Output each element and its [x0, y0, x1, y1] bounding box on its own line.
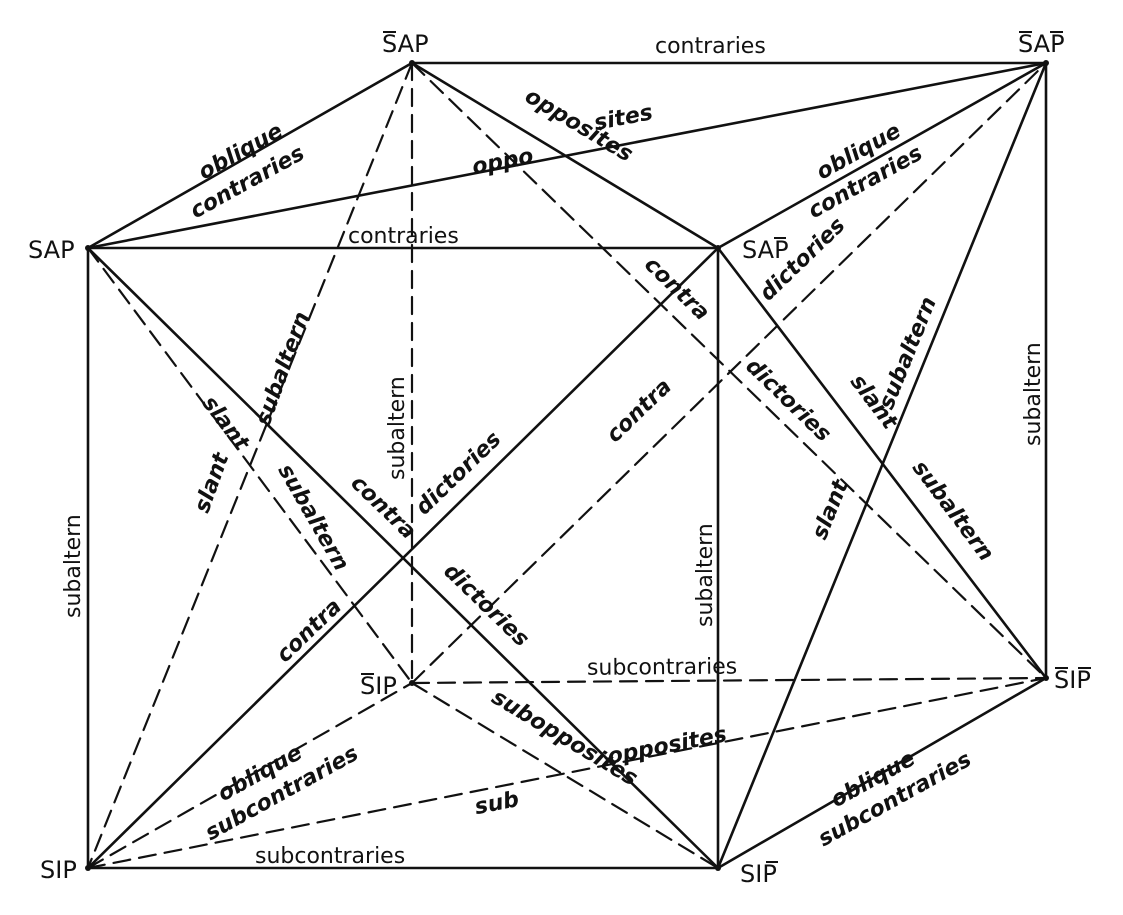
label-group-subaltern-rr: subaltern — [907, 456, 998, 566]
edge-back-contradictories-1 — [410, 61, 1048, 680]
label-contra-ll: contra — [272, 594, 347, 668]
label-group-oblique-subcontraries-left: oblique subcontraries — [201, 740, 363, 846]
node-sap-neg-pred: SAP — [742, 236, 789, 264]
edge-left-oblique-contraries — [86, 61, 414, 250]
label-group-subopposites: subopposites — [487, 685, 642, 792]
node-neg-sap: SAP — [382, 30, 429, 58]
label-dictories-x: dictories — [411, 427, 506, 520]
edge-sub-opposites — [86, 676, 1048, 870]
label-group-slant-subaltern-ul: subaltern — [251, 309, 315, 429]
label-group-oblique-subcontraries-right: oblique subcontraries — [814, 746, 976, 852]
label-subaltern-center: subaltern — [385, 376, 410, 480]
label-opposites-lower: opposites — [605, 722, 728, 770]
edge-subopposites — [410, 681, 720, 870]
edge-back-left-to-front-right — [410, 61, 720, 250]
node-sip-neg-pred: SIP — [740, 860, 777, 888]
label-group-dictories-x: dictories — [411, 427, 506, 520]
label-slant-rl: slant — [807, 475, 854, 543]
edge-main-contradictories-2 — [86, 246, 720, 870]
label-group-slant-ll: slant — [190, 448, 235, 516]
vertex-dot-sap — [85, 245, 91, 251]
edge-back-subcontraries — [410, 676, 1048, 685]
label-subcontraries-back: subcontraries — [587, 655, 737, 681]
label-group-subaltern-left: subaltern — [61, 514, 86, 618]
label-contraries-front: contraries — [348, 224, 459, 249]
label-group-subaltern-front-right: subaltern — [693, 523, 718, 627]
vertex-dot-front-right-top — [715, 245, 721, 251]
label-subaltern-front-right: subaltern — [693, 523, 718, 627]
edge-left-oblique-subcontraries — [86, 681, 414, 870]
label-contra-ur: contra — [602, 374, 677, 448]
edge-right-slant-subaltern-b — [716, 61, 1048, 870]
label-subaltern-left: subaltern — [61, 514, 86, 618]
label-contra-main: contra — [346, 471, 421, 545]
label-subaltern-far-right: subaltern — [1021, 342, 1046, 446]
label-group-contra-ll: contra — [272, 594, 347, 668]
label-sub: sub — [473, 787, 521, 820]
edge-right-oblique-subcontraries — [716, 676, 1048, 870]
label-group-subaltern-center: subaltern — [385, 376, 410, 480]
edge-left-slant-subaltern-b — [86, 61, 414, 870]
label-subopposites: subopposites — [487, 685, 642, 792]
label-group-contra-ur: contra — [602, 374, 677, 448]
vertex-dot-back-left-bottom — [409, 680, 415, 686]
label-group-subaltern-rl: subaltern — [874, 293, 942, 413]
edge-right-oblique-contraries — [716, 61, 1048, 250]
label-group-contra-main: contra — [346, 471, 421, 545]
label-group-subaltern-ll-2: subaltern — [273, 460, 354, 575]
vertex-dot-sip — [85, 865, 91, 871]
node-labels: SAP SAP SAP SAP SIP SIP SIP SIP — [28, 30, 1091, 888]
label-slant-ll: slant — [190, 448, 235, 516]
vertex-dot-back-right-bottom — [1043, 675, 1049, 681]
solid-edges — [86, 61, 1048, 870]
label-subaltern-ll: subaltern — [273, 460, 354, 575]
label-group-oblique-contraries-left: oblique contraries — [186, 119, 309, 224]
edge-back-contradictories-2 — [410, 61, 1048, 685]
node-neg-sap-neg-pred: SAP — [1018, 30, 1065, 58]
node-sip: SIP — [40, 856, 77, 884]
label-subaltern-rl: subaltern — [874, 293, 942, 413]
label-group-subaltern-far-right: subaltern — [1021, 342, 1046, 446]
label-contraries-top: contraries — [655, 34, 766, 59]
label-subcontraries-front: subcontraries — [255, 844, 405, 869]
label-slant-ul: slant — [197, 391, 255, 456]
vertex-dot-back-right-top — [1043, 60, 1049, 66]
label-group-slant-rl: slant — [807, 475, 854, 543]
vertex-dot-back-left-top — [409, 60, 415, 66]
label-dictories-d: dictories — [740, 354, 835, 447]
label-subaltern-rr: subaltern — [907, 456, 998, 566]
node-neg-sip: SIP — [360, 672, 397, 700]
label-subaltern-ul: subaltern — [251, 309, 315, 429]
vertex-dots — [85, 60, 1049, 871]
vertex-dot-front-right-bottom — [715, 865, 721, 871]
dashed-edges — [86, 61, 1048, 870]
label-group-dictories-d: dictories — [740, 354, 835, 447]
label-group-slant-ul-2: slant — [197, 391, 255, 456]
node-neg-sip-neg-pred: SIP — [1054, 666, 1091, 694]
node-sap: SAP — [28, 236, 75, 264]
